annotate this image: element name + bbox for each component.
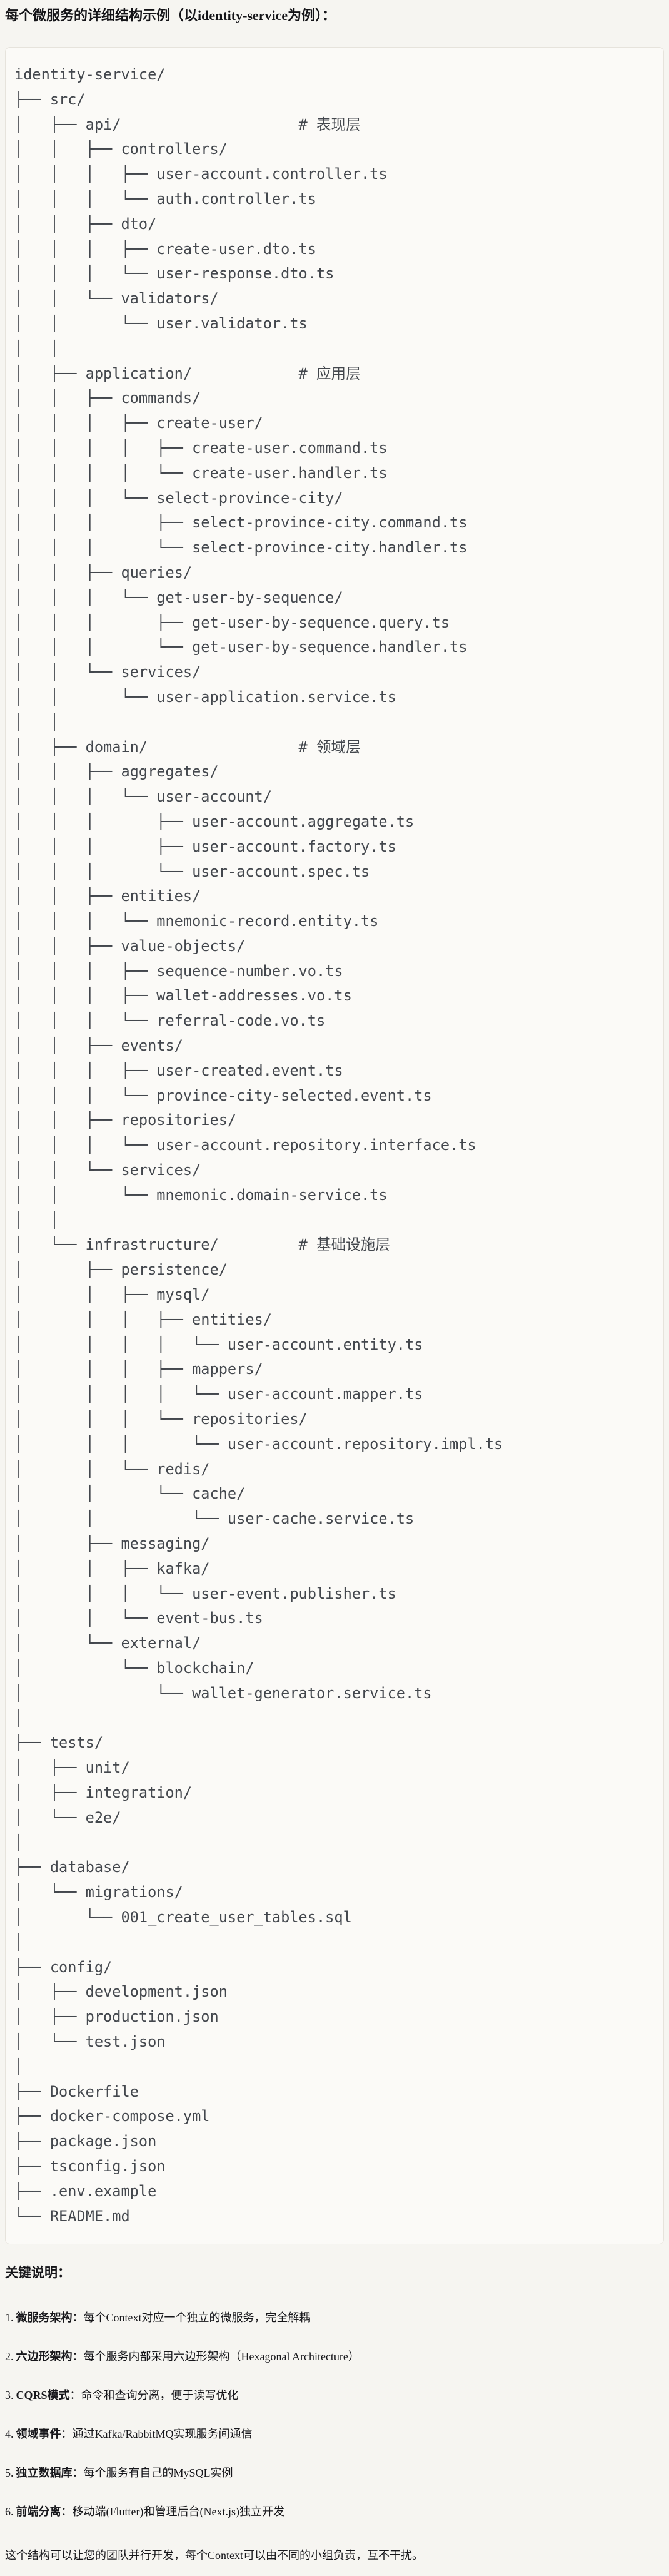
note-number: 2.: [5, 2350, 14, 2363]
note-number: 6.: [5, 2505, 14, 2518]
note-item-frontend-separation: 6.前端分离：移动端(Flutter)和管理后台(Next.js)独立开发: [5, 2503, 664, 2520]
note-term: CQRS模式: [16, 2389, 70, 2402]
notes-heading: 关键说明：: [5, 2265, 71, 2281]
page-title: 每个微服务的详细结构示例（以identity-service为例）：: [5, 8, 336, 23]
note-number: 1.: [5, 2311, 14, 2324]
note-item-microservices: 1.微服务架构：每个Context对应一个独立的微服务，完全解耦: [5, 2309, 664, 2326]
closing-paragraph: 这个结构可以让您的团队并行开发，每个Context可以由不同的小组负责，互不干扰…: [5, 2549, 423, 2562]
note-number: 5.: [5, 2467, 14, 2480]
note-number: 4.: [5, 2428, 14, 2441]
note-term: 微服务架构: [16, 2311, 73, 2324]
note-text: ：命令和查询分离，便于读写优化: [69, 2389, 239, 2402]
note-text: ：每个服务有自己的MySQL实例: [72, 2467, 233, 2480]
note-text: ：每个Context对应一个独立的微服务，完全解耦: [72, 2311, 311, 2324]
note-item-independent-db: 5.独立数据库：每个服务有自己的MySQL实例: [5, 2465, 664, 2481]
note-term: 独立数据库: [16, 2467, 73, 2480]
directory-tree-block: identity-service/ ├── src/ │ ├── api/ # …: [5, 47, 664, 2245]
notes-list: 1.微服务架构：每个Context对应一个独立的微服务，完全解耦 2.六边形架构…: [5, 2309, 664, 2520]
note-item-cqrs: 3.CQRS模式：命令和查询分离，便于读写优化: [5, 2387, 664, 2403]
note-item-domain-events: 4.领域事件：通过Kafka/RabbitMQ实现服务间通信: [5, 2426, 664, 2442]
note-text: ：移动端(Flutter)和管理后台(Next.js)独立开发: [61, 2505, 284, 2518]
note-text: ：通过Kafka/RabbitMQ实现服务间通信: [61, 2428, 253, 2441]
note-number: 3.: [5, 2389, 14, 2402]
note-term: 前端分离: [16, 2505, 61, 2518]
page: 每个微服务的详细结构示例（以identity-service为例）： ident…: [0, 5, 669, 2564]
note-item-hexagonal: 2.六边形架构：每个服务内部采用六边形架构（Hexagonal Architec…: [5, 2348, 664, 2365]
note-term: 领域事件: [16, 2428, 61, 2441]
note-term: 六边形架构: [16, 2350, 73, 2363]
directory-tree: identity-service/ ├── src/ │ ├── api/ # …: [14, 66, 503, 2225]
note-text: ：每个服务内部采用六边形架构（Hexagonal Architecture）: [72, 2350, 360, 2363]
